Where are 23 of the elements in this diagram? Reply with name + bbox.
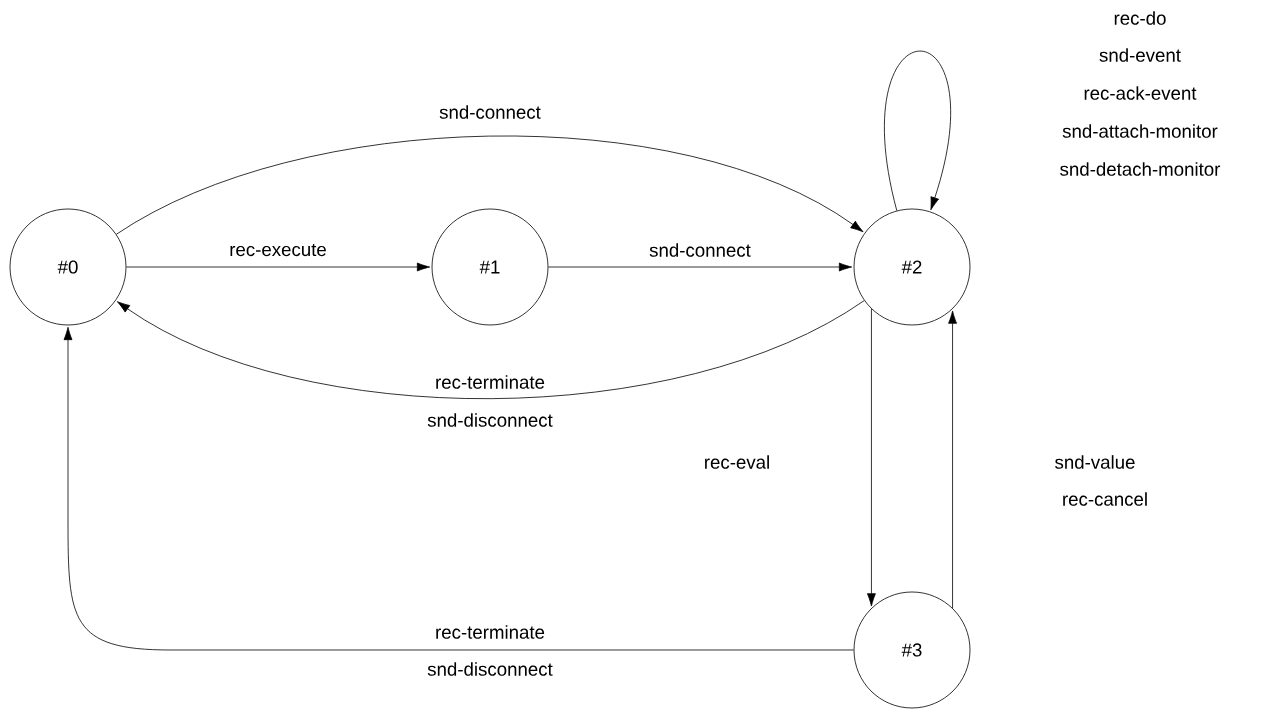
arrow bbox=[867, 308, 876, 607]
edge-label: snd-connect bbox=[437, 103, 543, 121]
transition-label: rec-ack-event bbox=[1084, 86, 1197, 100]
arrow bbox=[116, 300, 865, 400]
transition-label: snd-disconnect bbox=[427, 413, 553, 427]
transition-label: snd-attach-monitor bbox=[1062, 124, 1218, 138]
arrow bbox=[884, 50, 952, 211]
arrow bbox=[948, 310, 957, 609]
transition-label: snd-detach-monitor bbox=[1060, 162, 1221, 176]
edge-label: rec-execute bbox=[227, 242, 329, 258]
transition-label: rec-do bbox=[1114, 11, 1166, 25]
edge-label: rec-terminate bbox=[433, 373, 547, 391]
arrow bbox=[126, 262, 431, 272]
transition-label: rec-eval bbox=[705, 455, 769, 469]
transition-label: snd-event bbox=[1099, 48, 1181, 62]
arrow bbox=[63, 326, 854, 651]
arrow bbox=[548, 262, 853, 272]
edge-label: rec-terminate bbox=[433, 623, 547, 641]
transition-label: snd-disconnect bbox=[427, 662, 553, 676]
arrow bbox=[115, 135, 864, 235]
transition-label: rec-cancel bbox=[1063, 492, 1147, 506]
edge-label: snd-connect bbox=[647, 241, 753, 259]
transition-label: snd-value bbox=[1055, 455, 1135, 469]
